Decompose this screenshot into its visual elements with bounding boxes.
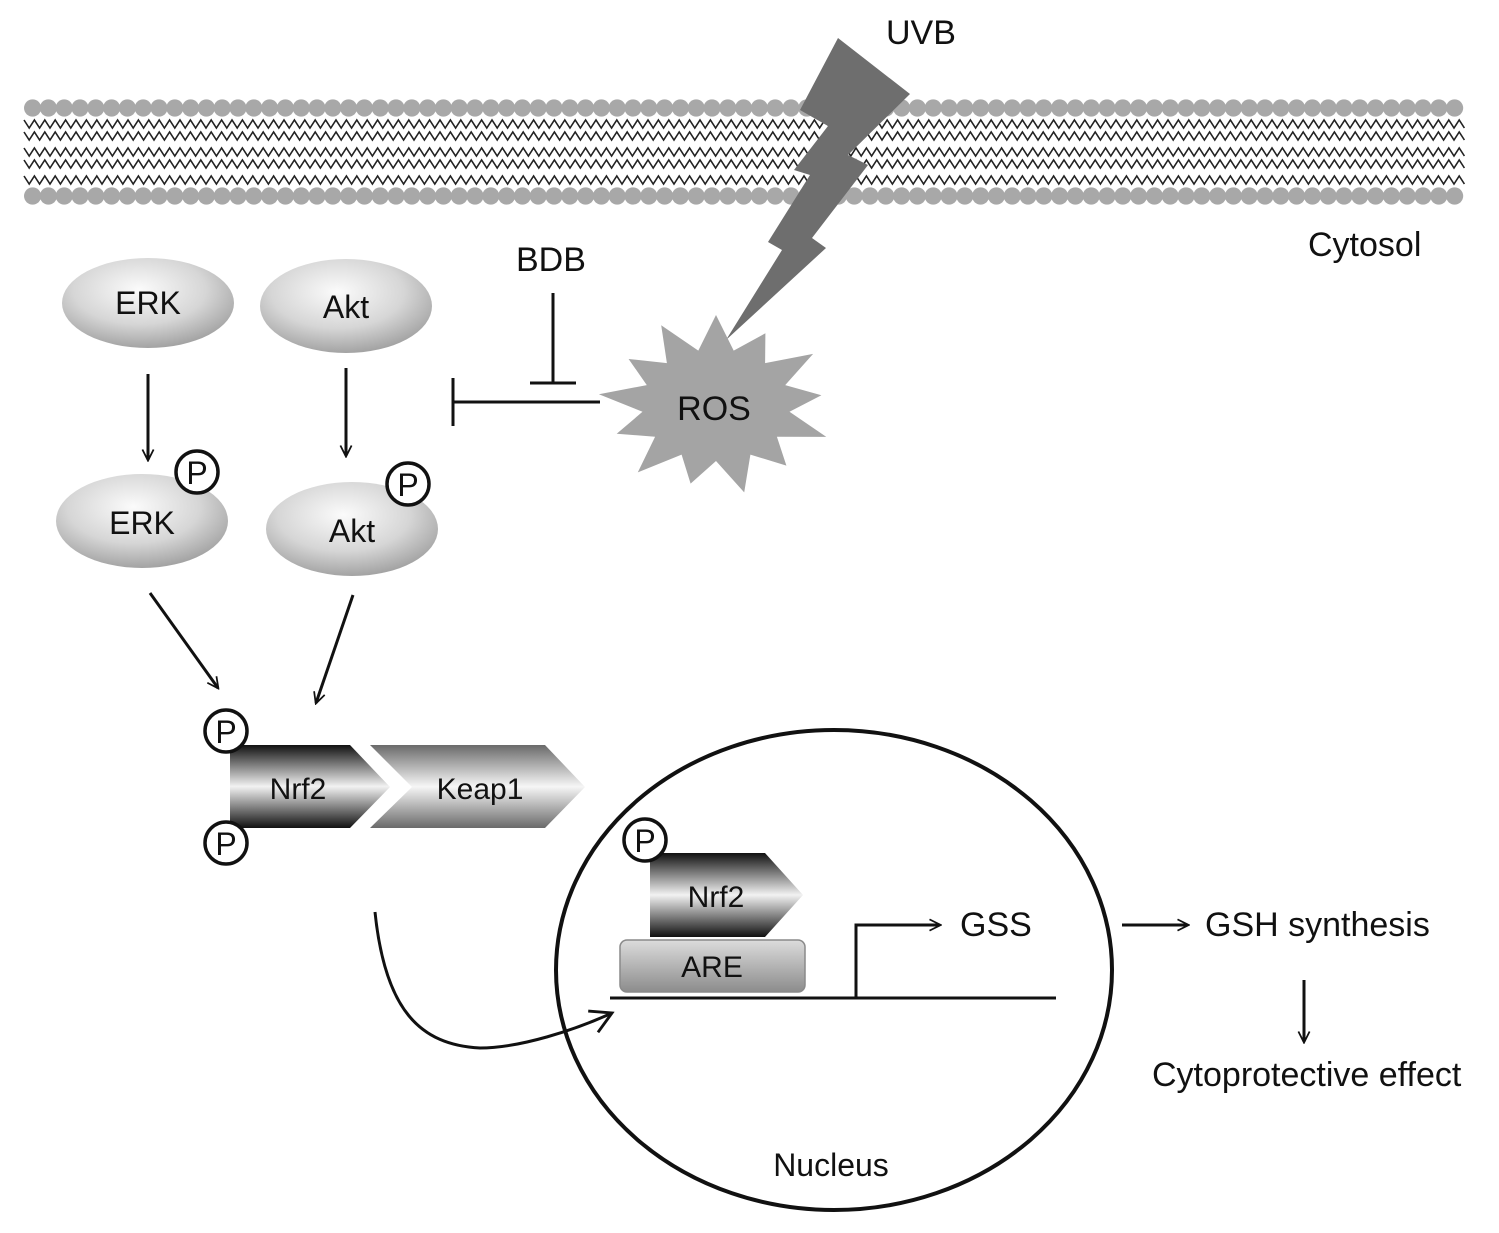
- akt-phospho-label: P: [397, 467, 418, 503]
- p-erk-node: ERK: [56, 474, 228, 568]
- p-erk-label: ERK: [109, 505, 175, 541]
- uvb-label: UVB: [886, 14, 956, 52]
- uvb-lightning-icon: [726, 38, 910, 340]
- nrf2-phospho-badge-bottom: P: [203, 820, 249, 866]
- bdb-label: BDB: [516, 241, 586, 279]
- ros-inhibition-line: [451, 378, 600, 426]
- ros-burst-icon: [598, 315, 827, 493]
- keap1-shape: [370, 745, 585, 828]
- erk-node: ERK: [62, 258, 234, 348]
- nrf2-shape: [230, 745, 390, 828]
- gsh-synthesis-label: GSH synthesis: [1205, 906, 1430, 944]
- nuclear-translocation-arrow: [373, 911, 612, 1050]
- erk-label: ERK: [115, 285, 181, 321]
- p-akt-label: Akt: [329, 513, 375, 549]
- membrane-lipid-tails: [23, 118, 1466, 186]
- nucleus-boundary: [554, 728, 1114, 1212]
- nrf2-phospho-badge-top: P: [203, 708, 249, 754]
- akt-node: Akt: [260, 259, 432, 353]
- akt-to-nrf2-arrow: [316, 594, 355, 703]
- nuclear-nrf2-phospho-label: P: [634, 823, 655, 859]
- gss-label: GSS: [960, 906, 1032, 944]
- nuclear-nrf2-label: Nrf2: [688, 881, 745, 914]
- nrf2-keap1-complex: Nrf2 Keap1: [230, 745, 585, 828]
- nuclear-nrf2-phospho-badge: P: [622, 817, 668, 863]
- ros-label: ROS: [677, 390, 751, 428]
- are-label: ARE: [681, 951, 743, 984]
- p-akt-node: Akt: [266, 482, 438, 576]
- bdb-inhibition-line: [530, 293, 576, 385]
- nucleus-label: Nucleus: [773, 1147, 889, 1183]
- erk-phospho-badge: P: [174, 449, 220, 495]
- nrf2-label: Nrf2: [270, 773, 327, 806]
- cell-membrane: [23, 99, 1466, 205]
- cytosol-label: Cytosol: [1308, 226, 1421, 264]
- are-element: ARE: [619, 939, 806, 993]
- nrf2-phospho-bottom-label: P: [215, 826, 236, 862]
- keap1-label: Keap1: [437, 773, 524, 806]
- akt-phospho-badge: P: [385, 461, 431, 507]
- akt-label: Akt: [323, 289, 369, 325]
- erk-phospho-label: P: [186, 455, 207, 491]
- cytoprotective-effect-label: Cytoprotective effect: [1152, 1056, 1462, 1094]
- erk-to-nrf2-arrow: [148, 592, 218, 688]
- nuclear-nrf2-shape: [650, 853, 803, 937]
- transcription-start-arrow: [854, 925, 940, 998]
- nrf2-phospho-top-label: P: [215, 714, 236, 750]
